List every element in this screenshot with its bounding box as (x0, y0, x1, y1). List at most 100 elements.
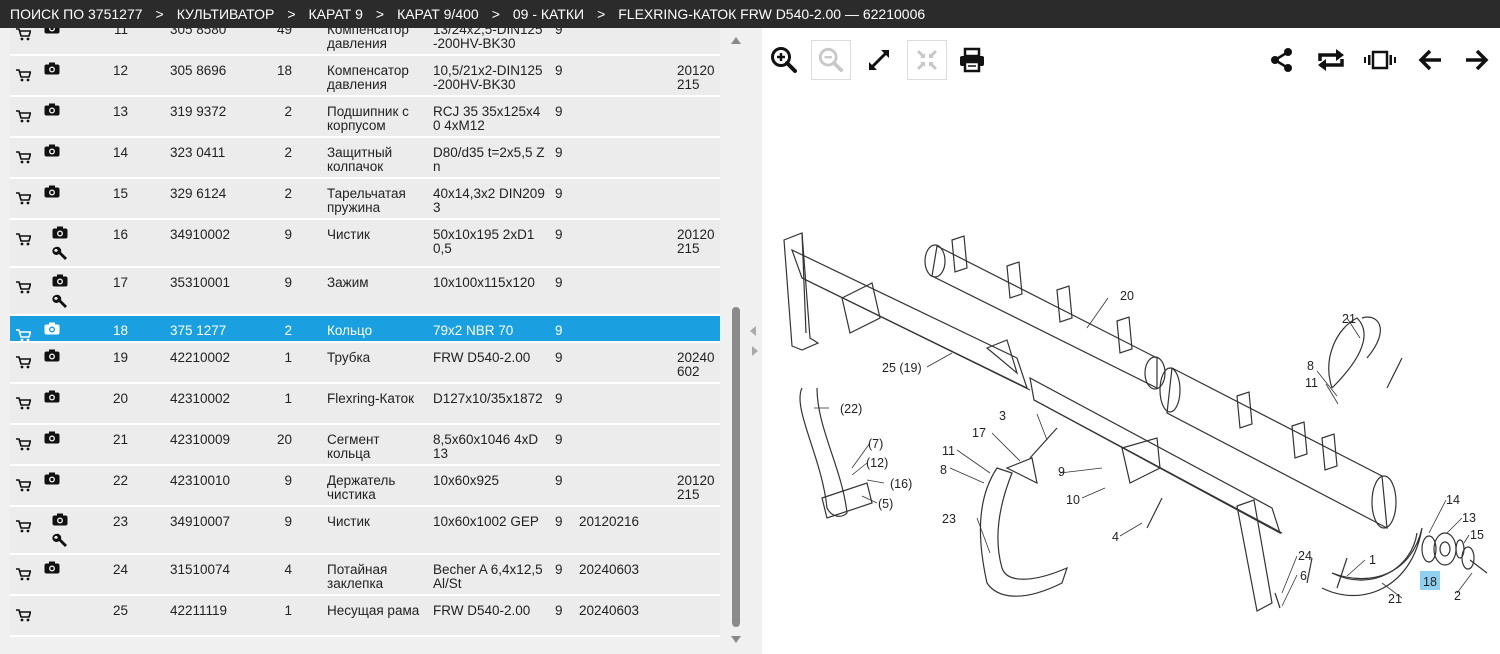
callout-13[interactable]: 13 (1462, 511, 1476, 525)
camera-icon[interactable] (44, 322, 60, 335)
cart-icon[interactable] (16, 479, 32, 492)
cart-icon[interactable] (16, 281, 32, 294)
breadcrumb-separator: > (375, 6, 385, 22)
collapse-right-icon[interactable] (752, 346, 758, 356)
cart-icon[interactable] (16, 438, 32, 451)
camera-icon[interactable] (52, 513, 68, 526)
callout-20[interactable]: 20 (1120, 289, 1134, 303)
cart-icon[interactable] (16, 329, 32, 342)
callout-17[interactable]: 17 (972, 426, 986, 440)
camera-icon[interactable] (44, 561, 60, 574)
callout-11[interactable]: 11 (1305, 376, 1318, 390)
cart-icon[interactable] (16, 110, 32, 123)
camera-icon[interactable] (44, 28, 60, 34)
cart-icon[interactable] (16, 397, 32, 410)
scroll-thumb[interactable] (732, 307, 740, 627)
callout-11[interactable]: 11 (942, 444, 955, 458)
cart-icon[interactable] (16, 28, 32, 41)
camera-icon[interactable] (52, 226, 68, 239)
callout-25[interactable]: 25 (19) (882, 361, 922, 375)
callout-23[interactable]: 23 (942, 512, 956, 526)
callout-9[interactable]: 9 (1058, 465, 1065, 479)
breadcrumb-item[interactable]: 09 - КАТКИ (512, 6, 585, 22)
cart-icon[interactable] (16, 151, 32, 164)
callout-3[interactable]: 3 (999, 409, 1006, 423)
camera-icon[interactable] (52, 274, 68, 287)
callout-1[interactable]: 1 (1369, 553, 1376, 567)
camera-icon[interactable] (44, 103, 60, 116)
breadcrumb-item[interactable]: КАРАТ 9/400 (397, 6, 479, 22)
callout-10[interactable]: 10 (1066, 493, 1080, 507)
callout-22[interactable]: (22) (840, 402, 862, 416)
callout-2[interactable]: 2 (1454, 589, 1461, 603)
wrench-icon[interactable] (52, 246, 68, 262)
expand-button[interactable] (859, 40, 899, 80)
cart-icon[interactable] (16, 520, 32, 533)
callout-4[interactable]: 4 (1112, 530, 1119, 544)
next-button[interactable] (1457, 40, 1497, 80)
callout-5[interactable]: (5) (878, 497, 893, 511)
collapse-left-icon[interactable] (750, 326, 756, 336)
cart-icon[interactable] (16, 233, 32, 246)
scroll-down-arrow-icon[interactable] (731, 636, 741, 643)
cart-icon[interactable] (16, 609, 32, 622)
camera-icon[interactable] (44, 472, 60, 485)
callout-8[interactable]: 8 (940, 463, 947, 477)
table-scrollbar[interactable] (728, 28, 744, 654)
camera-icon[interactable] (44, 185, 60, 198)
callout-12[interactable]: (12) (866, 456, 888, 470)
breadcrumb-item[interactable]: КУЛЬТИВАТОР (176, 6, 275, 22)
callout-6[interactable]: 6 (1300, 569, 1307, 583)
camera-icon[interactable] (44, 431, 60, 444)
camera-icon[interactable] (44, 62, 60, 75)
callout-16[interactable]: (16) (890, 477, 912, 491)
callout-7[interactable]: (7) (868, 437, 883, 451)
camera-icon[interactable] (44, 144, 60, 157)
callout-15[interactable]: 15 (1470, 528, 1484, 542)
callout-24[interactable]: 24 (1298, 549, 1312, 563)
breadcrumb-item[interactable]: ПОИСК ПО 3751277 (10, 6, 143, 22)
group-cell: 9 (555, 227, 563, 242)
panel-splitter[interactable] (748, 28, 762, 654)
fit-screen-button[interactable] (907, 40, 947, 80)
repeat-button[interactable] (1311, 40, 1351, 80)
wrench-icon[interactable] (52, 294, 68, 310)
wrench-icon[interactable] (52, 533, 68, 549)
cart-icon[interactable] (16, 69, 32, 82)
callout-8[interactable]: 8 (1307, 359, 1314, 373)
view-mode-button[interactable] (1360, 40, 1400, 80)
scroll-up-arrow-icon[interactable] (731, 37, 741, 44)
cart-icon[interactable] (16, 356, 32, 369)
camera-icon[interactable] (44, 349, 60, 362)
part-spec-cell: D127x10/35x1872 (433, 391, 543, 406)
callout-21[interactable]: 21 (1388, 592, 1402, 606)
camera-icon[interactable] (44, 390, 60, 403)
breadcrumb-item[interactable]: КАРАТ 9 (308, 6, 363, 22)
exploded-parts-drawing[interactable]: 20 21 25 (19) 8 11 (22) (7) (12) (16) (5… (762, 28, 1500, 654)
previous-button[interactable] (1410, 40, 1450, 80)
callout-18[interactable]: 18 (1423, 575, 1437, 589)
cart-icon[interactable] (16, 568, 32, 581)
zoom-in-button[interactable] (764, 40, 804, 80)
callout-14[interactable]: 14 (1446, 493, 1460, 507)
cart-icon[interactable] (16, 192, 32, 205)
share-button[interactable] (1262, 40, 1302, 80)
callout-21[interactable]: 21 (1342, 312, 1356, 326)
zoom-out-button[interactable] (811, 40, 851, 80)
print-button[interactable] (952, 40, 992, 80)
